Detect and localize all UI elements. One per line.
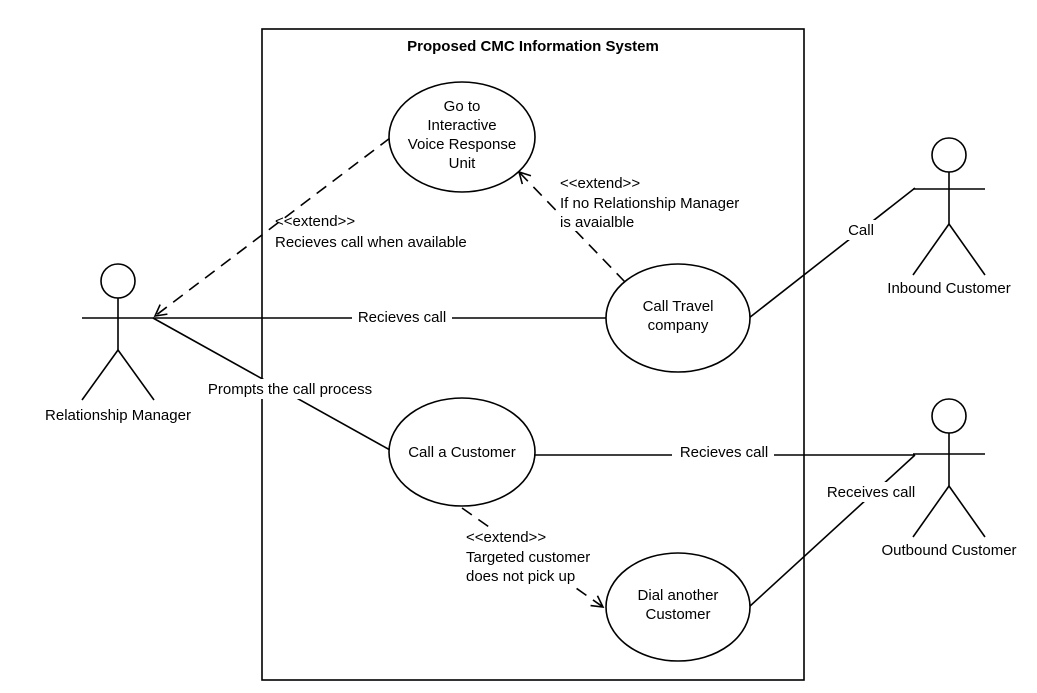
outbound-receives-call-label: Receives call	[827, 484, 915, 501]
outbound-recieves-call-label: Recieves call	[680, 444, 768, 461]
actor-outbound-customer: Outbound Customer	[881, 398, 1017, 559]
use-case-ivr-ellipse	[388, 81, 536, 193]
use-case-call-travel: Call Travel company	[605, 263, 751, 373]
rm-recieves-call-bg	[352, 307, 452, 327]
use-case-call-customer-line-1: Call a Customer	[408, 444, 516, 461]
dial-extend-stereotype: <<extend>>	[466, 529, 546, 546]
dial-extend-condition-2: does not pick up	[466, 568, 575, 585]
use-case-ivr-line-4: Unit	[449, 155, 477, 172]
travel-extend-stereotype: <<extend>>	[560, 175, 640, 192]
use-case-call-travel-line-2: company	[648, 317, 709, 334]
use-case-dial-another-line-2: Customer	[645, 606, 710, 623]
rm-recieves-call-label: Recieves call	[358, 309, 446, 326]
use-case-call-travel-line-1: Call Travel	[643, 298, 714, 315]
travel-extend-arrow	[517, 170, 626, 283]
travel-extend-bg	[558, 193, 758, 231]
actor-relationship-manager-label: Relationship Manager	[45, 407, 191, 424]
actor-outbound-customer-label: Outbound Customer	[881, 542, 1016, 559]
use-case-dial-another-ellipse	[605, 552, 751, 662]
actor-inbound-customer-head	[931, 137, 967, 173]
system-title: Proposed CMC Information System	[407, 38, 659, 55]
use-case-dial-another-line-1: Dial another	[638, 587, 719, 604]
dial-extend-condition-1: Targeted customer	[466, 549, 590, 566]
use-case-ivr-line-1: Go to	[444, 98, 481, 115]
actor-relationship-manager-head	[100, 263, 136, 299]
inbound-to-call-travel-line	[748, 187, 916, 319]
use-case-call-travel-ellipse	[605, 263, 751, 373]
use-case-call-customer-ellipse	[388, 397, 536, 507]
ivr-extend-condition: Recieves call when available	[275, 234, 467, 251]
prompts-bg	[200, 379, 380, 399]
prompts-label: Prompts the call process	[208, 381, 372, 398]
actor-inbound-customer: Inbound Customer	[887, 137, 1011, 297]
outbound-to-dial-another-line	[748, 454, 916, 608]
ivr-extend-arrow	[153, 137, 391, 318]
use-case-ivr-line-2: Interactive	[427, 117, 496, 134]
outbound-recieves-call-bg	[672, 444, 774, 464]
actor-relationship-manager: Relationship Manager	[45, 263, 191, 424]
actor-outbound-customer-head	[931, 398, 967, 434]
travel-extend-condition-1: If no Relationship Manager	[560, 195, 739, 212]
ivr-extend-stereotype: <<extend>>	[275, 213, 355, 230]
use-case-call-customer: Call a Customer	[388, 397, 536, 507]
dial-extend-bg	[464, 528, 576, 586]
inbound-call-label: Call	[848, 222, 874, 239]
inbound-call-bg	[844, 220, 878, 240]
use-case-dial-another: Dial another Customer	[605, 552, 751, 662]
actor-inbound-customer-label: Inbound Customer	[887, 280, 1010, 297]
use-case-ivr: Go to Interactive Voice Response Unit	[388, 81, 536, 193]
outbound-receives-call-bg	[819, 482, 921, 502]
travel-extend-condition-2: is avaialble	[560, 214, 634, 231]
use-case-ivr-line-3: Voice Response	[408, 136, 516, 153]
